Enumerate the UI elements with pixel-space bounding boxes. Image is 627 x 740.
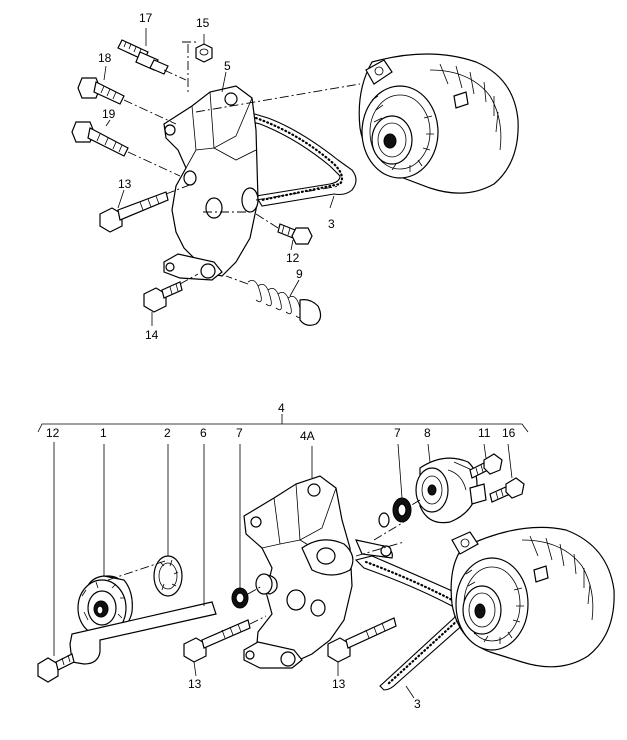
top-alternator bbox=[358, 53, 519, 194]
bottom-assembly: 4 12 1 2 6 7 4A 7 8 11 16 13 13 3 bbox=[37, 401, 615, 711]
top-bolt-12 bbox=[255, 213, 313, 245]
top-bolt-13 bbox=[99, 183, 193, 233]
label-17: 17 bbox=[139, 11, 153, 25]
bottom-bracket-4a bbox=[243, 475, 393, 669]
label-14: 14 bbox=[145, 328, 159, 342]
label-16: 16 bbox=[502, 426, 516, 440]
top-bolt-18 bbox=[77, 77, 177, 125]
label-4a: 4A bbox=[300, 429, 315, 443]
label-3: 3 bbox=[328, 217, 335, 231]
tensioner-8 bbox=[415, 457, 487, 524]
top-bolt-19 bbox=[71, 121, 181, 177]
label-2: 2 bbox=[164, 426, 171, 440]
top-spring-9 bbox=[225, 275, 322, 326]
label-6: 6 bbox=[200, 426, 207, 440]
spacer-7-right bbox=[378, 497, 412, 528]
top-alternator-bracket bbox=[163, 85, 259, 281]
label-19: 19 bbox=[102, 107, 116, 121]
pin-6 bbox=[69, 601, 217, 665]
label-3b: 3 bbox=[414, 697, 421, 711]
bolt-16 bbox=[489, 477, 525, 503]
label-7b: 7 bbox=[394, 426, 401, 440]
bottom-bolt-13-right bbox=[327, 617, 397, 663]
spacer-7-left bbox=[231, 573, 273, 609]
top-nut-15 bbox=[182, 41, 213, 94]
label-9: 9 bbox=[296, 267, 303, 281]
label-13: 13 bbox=[118, 177, 132, 191]
group-bracket-4 bbox=[37, 414, 529, 433]
bottom-bolt-12 bbox=[37, 653, 75, 683]
label-18: 18 bbox=[98, 51, 112, 65]
label-7a: 7 bbox=[236, 426, 243, 440]
tensioner-pulley-1 bbox=[77, 575, 133, 637]
bottom-alternator bbox=[450, 526, 615, 668]
label-5: 5 bbox=[224, 59, 231, 73]
label-13a: 13 bbox=[188, 677, 202, 691]
bolt-11 bbox=[469, 453, 503, 479]
top-poly-v-belt bbox=[243, 111, 357, 207]
label-1: 1 bbox=[100, 426, 107, 440]
label-8: 8 bbox=[424, 426, 431, 440]
label-11: 11 bbox=[478, 426, 491, 440]
label-4: 4 bbox=[278, 401, 285, 415]
top-assembly: 17 15 5 18 19 13 3 12 9 14 bbox=[71, 11, 519, 342]
cover-cap-2 bbox=[153, 555, 183, 597]
top-bolt-14 bbox=[143, 273, 199, 313]
label-13b: 13 bbox=[332, 677, 346, 691]
top-stud-17 bbox=[117, 39, 187, 81]
label-12b: 12 bbox=[46, 426, 60, 440]
label-12: 12 bbox=[286, 251, 300, 265]
label-15: 15 bbox=[196, 16, 210, 30]
bottom-poly-v-belt bbox=[354, 555, 473, 691]
bottom-bolt-13-left bbox=[183, 615, 267, 663]
